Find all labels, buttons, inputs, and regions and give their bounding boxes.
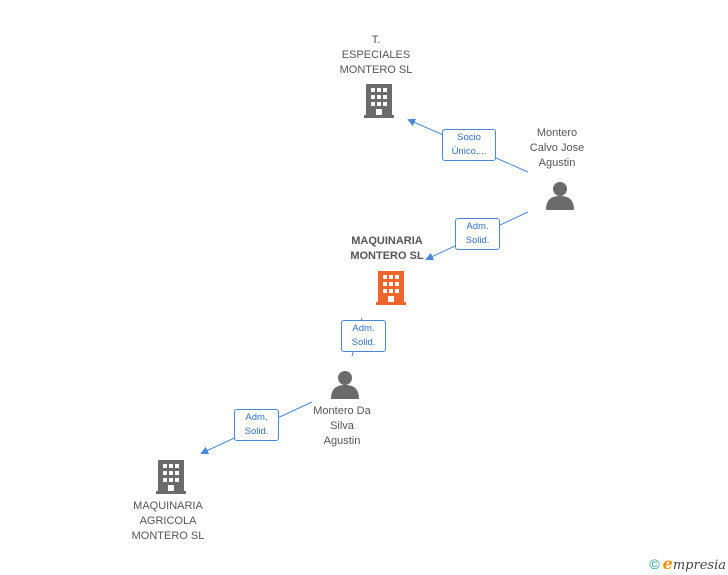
node-label-line: ESPECIALES	[341, 49, 411, 61]
edge-label-line: Solid.	[244, 426, 269, 437]
node-label-maquinaria-agricola[interactable]: MAQUINARIA AGRICOLA MONTERO SL	[118, 499, 218, 544]
edge-label-line: Único,...	[451, 146, 487, 157]
building-icon-highlighted[interactable]	[376, 271, 406, 305]
empresia-watermark: ©empresia	[649, 554, 726, 573]
node-label-line: MAQUINARIA	[351, 235, 423, 247]
empresia-logo: empresia	[662, 554, 726, 573]
edge-label-line: Adm.	[466, 221, 489, 232]
edge-label-line: Socio	[457, 132, 481, 143]
node-label-line: AGRICOLA	[139, 515, 197, 527]
person-icon[interactable]	[331, 371, 359, 399]
node-label-line: Montero Da	[313, 405, 371, 417]
copyright-icon: ©	[649, 556, 660, 572]
node-label-line: Montero	[536, 127, 578, 139]
building-icon[interactable]	[364, 84, 394, 118]
edge-label-line: Solid.	[351, 337, 376, 348]
node-label-line: Agustin	[538, 157, 576, 169]
edge-label-adm-solid[interactable]: Adm. Solid.	[455, 218, 500, 250]
edge-label-socio-unico[interactable]: Socio Único,...	[442, 129, 496, 161]
node-label-line: Silva	[330, 420, 354, 432]
edge-label-adm-solid[interactable]: Adm. Solid.	[234, 409, 279, 441]
node-label-line: Agustin	[323, 435, 361, 447]
node-label-line: MONTERO SL	[131, 530, 205, 542]
building-icon[interactable]	[156, 460, 186, 494]
node-label-line: T.	[371, 34, 381, 46]
node-label-line: Calvo Jose	[529, 142, 585, 154]
node-label-line: MONTERO SL	[350, 250, 424, 262]
edge-label-line: Adm.	[245, 412, 268, 423]
edge-label-line: Solid.	[465, 235, 490, 246]
node-label-montero-da-silva[interactable]: Montero Da Silva Agustin	[297, 404, 387, 449]
person-icon[interactable]	[546, 182, 574, 210]
node-label-montero-calvo[interactable]: Montero Calvo Jose Agustin	[512, 126, 602, 171]
node-label-line: MAQUINARIA	[133, 500, 203, 512]
node-label-t-especiales[interactable]: T. ESPECIALES MONTERO SL	[326, 33, 426, 78]
node-label-line: MONTERO SL	[339, 64, 413, 76]
edge-label-line: Adm.	[352, 323, 375, 334]
edge-label-adm-solid[interactable]: Adm. Solid.	[341, 320, 386, 352]
node-label-maquinaria-montero[interactable]: MAQUINARIA MONTERO SL	[327, 234, 447, 264]
